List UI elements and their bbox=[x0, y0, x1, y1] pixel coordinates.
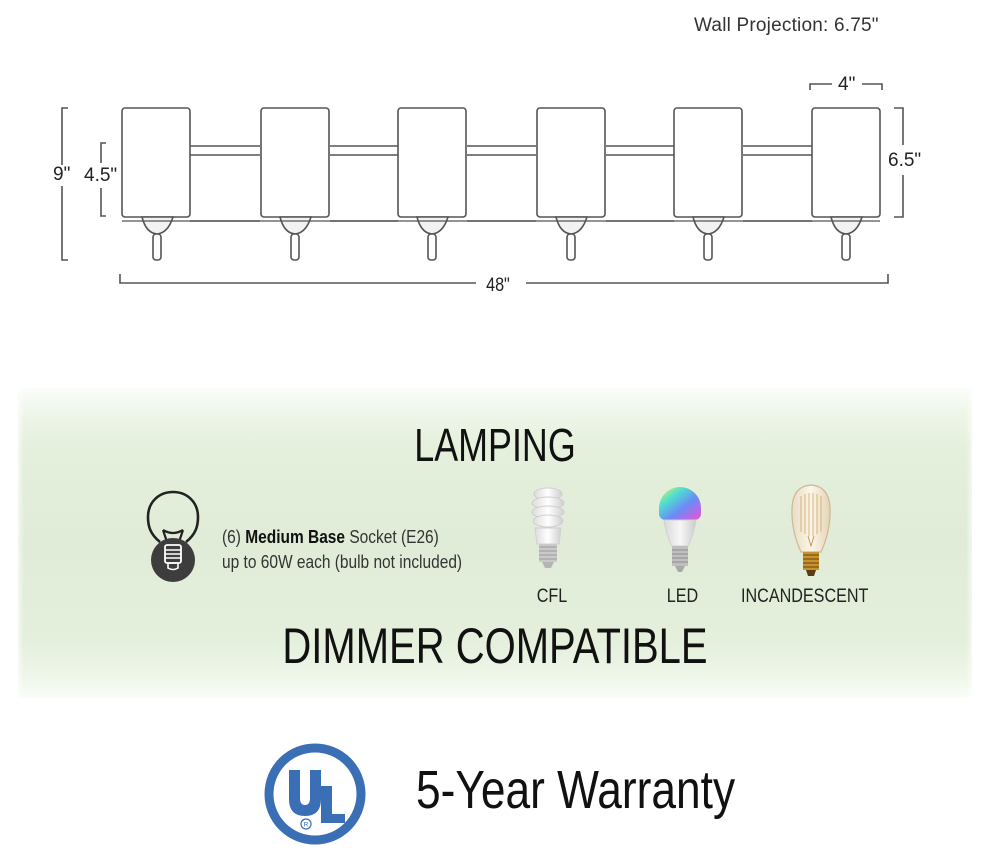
wall-projection-label: Wall Projection: 6.75" bbox=[694, 15, 879, 36]
overall-width-label: 48" bbox=[486, 275, 510, 296]
incandescent-bulb-icon bbox=[791, 484, 831, 576]
backplate-height-label: 4.5" bbox=[84, 165, 118, 186]
socket-base-type: Medium Base bbox=[245, 527, 346, 547]
bulb-label-incandescent: INCANDESCENT bbox=[741, 586, 869, 607]
cfl-bulb-icon bbox=[531, 487, 565, 568]
dimmer-compatible-title: DIMMER COMPATIBLE bbox=[282, 618, 708, 674]
svg-text:R: R bbox=[304, 822, 309, 829]
fixture-diagram bbox=[61, 83, 904, 284]
led-bulb-icon bbox=[659, 487, 701, 572]
overall-height-label: 9" bbox=[53, 164, 71, 185]
warranty-label: 5-Year Warranty bbox=[416, 760, 736, 820]
ul-certification-logo: R bbox=[264, 743, 366, 845]
socket-count: (6) bbox=[222, 527, 241, 547]
socket-description: (6) Medium Base Socket (E26) up to 60W e… bbox=[222, 525, 462, 575]
shade-width-label: 4" bbox=[838, 74, 856, 95]
shade-height-label: 6.5" bbox=[888, 150, 922, 171]
light-bulb-socket-icon bbox=[146, 490, 200, 582]
bulb-label-cfl: CFL bbox=[536, 586, 568, 607]
lamping-title: LAMPING bbox=[414, 419, 576, 471]
bulb-label-led: LED bbox=[666, 586, 699, 607]
socket-type: Socket (E26) bbox=[349, 527, 439, 547]
socket-wattage: up to 60W each (bulb not included) bbox=[222, 552, 463, 572]
